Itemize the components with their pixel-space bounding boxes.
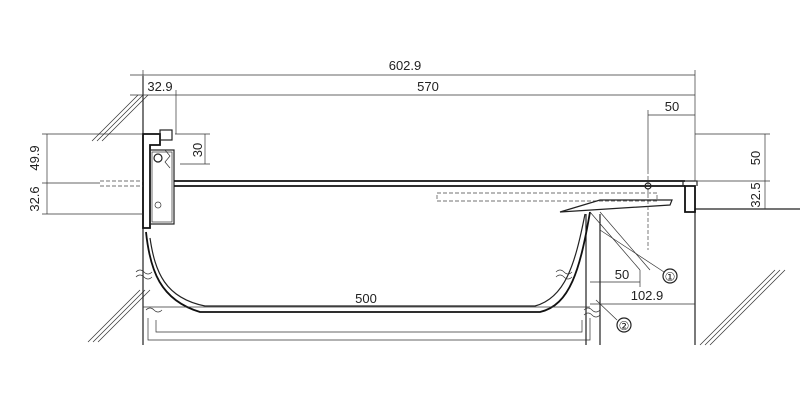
floor-right-line — [694, 208, 800, 345]
callout-leaders — [595, 229, 665, 321]
svg-text:①: ① — [665, 270, 676, 284]
dim-span: 570 — [417, 79, 439, 94]
dim-inner-height: 30 — [190, 143, 205, 157]
support-right-post — [585, 214, 601, 345]
dim-right-top-width: 50 — [665, 99, 679, 114]
dim-left-height-bottom: 32.6 — [27, 186, 42, 211]
dim-right-height-top: 50 — [748, 151, 763, 165]
tub-body — [145, 211, 651, 341]
callout-2: ② — [616, 317, 632, 333]
callout-1: ① — [662, 268, 678, 284]
wall-hatch-left-top — [91, 94, 149, 142]
break-marks — [135, 269, 601, 318]
dim-inner-width: 500 — [355, 291, 377, 306]
dimension-lines — [42, 70, 770, 308]
svg-text:②: ② — [619, 319, 630, 333]
dim-overall-width: 602.9 — [389, 58, 422, 73]
dim-right-offset: 102.9 — [631, 288, 664, 303]
left-bracket — [100, 129, 175, 229]
right-edge-profile — [644, 170, 698, 250]
dim-left-height-top: 49.9 — [27, 145, 42, 170]
wall-hatch-right — [699, 269, 786, 346]
dim-small-width: 50 — [615, 267, 629, 282]
wall-hatch-left-bottom — [87, 289, 151, 343]
top-plate — [174, 180, 685, 213]
dim-right-height-bottom: 32.5 — [748, 182, 763, 207]
dim-left-offset: 32.9 — [147, 79, 172, 94]
